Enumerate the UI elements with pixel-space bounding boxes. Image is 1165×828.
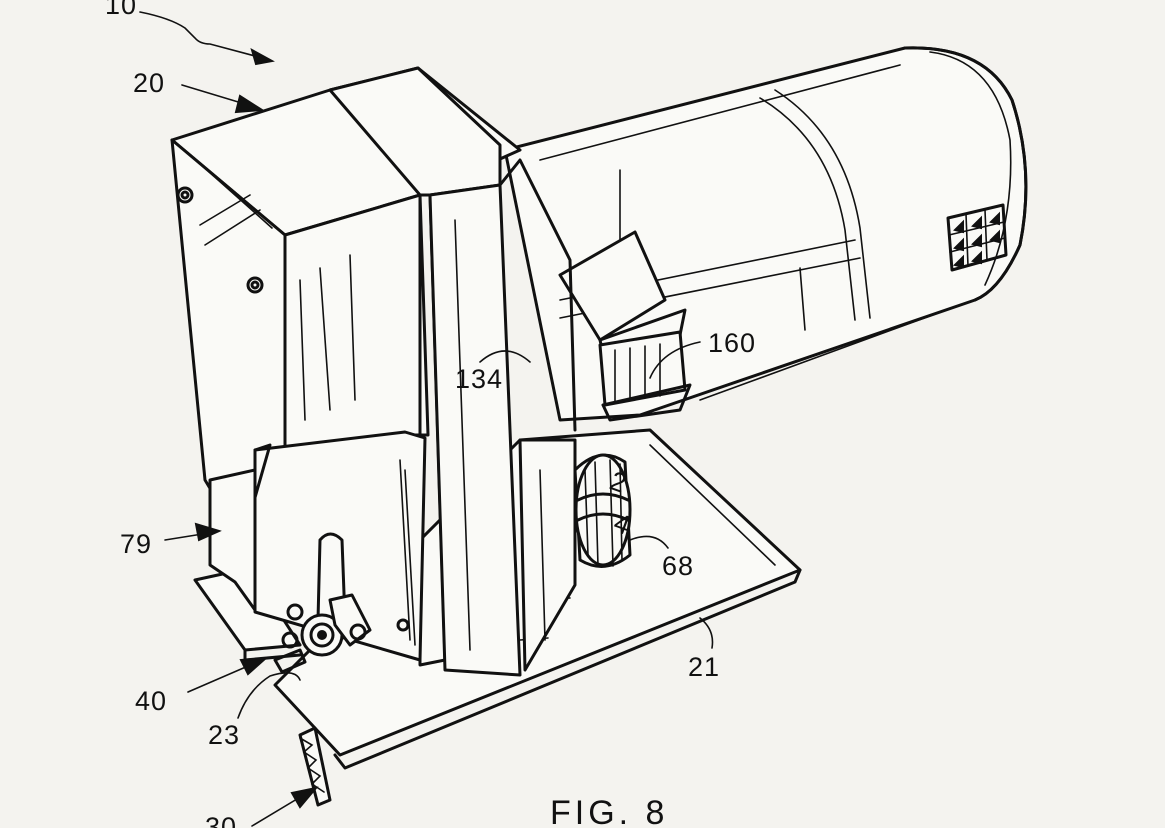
saw-blade [298,726,332,807]
reference-labels: 10 20 134 160 79 68 21 40 23 30 FIG. 8 [105,0,756,828]
leader-lines [139,11,714,827]
label-switch: 160 [708,328,756,358]
vent-grille-icon [946,203,1008,272]
label-housing: 20 [133,68,165,98]
label-base-plate: 21 [688,652,720,682]
label-blade-clamp: 23 [208,720,240,750]
adjustment-knob-icon: 2 4 [573,453,635,568]
label-blade: 30 [205,812,237,828]
label-plunger: 40 [135,686,167,716]
trigger-recess [558,230,692,422]
label-tool: 10 [105,0,137,20]
label-guide: 79 [120,529,152,559]
blade-guide [208,430,427,662]
figure-caption: FIG. 8 [550,794,668,828]
gear-housing [170,66,577,677]
label-front-face: 134 [455,364,503,394]
label-knob: 68 [662,551,694,581]
blade-clamp-icon [273,593,372,674]
